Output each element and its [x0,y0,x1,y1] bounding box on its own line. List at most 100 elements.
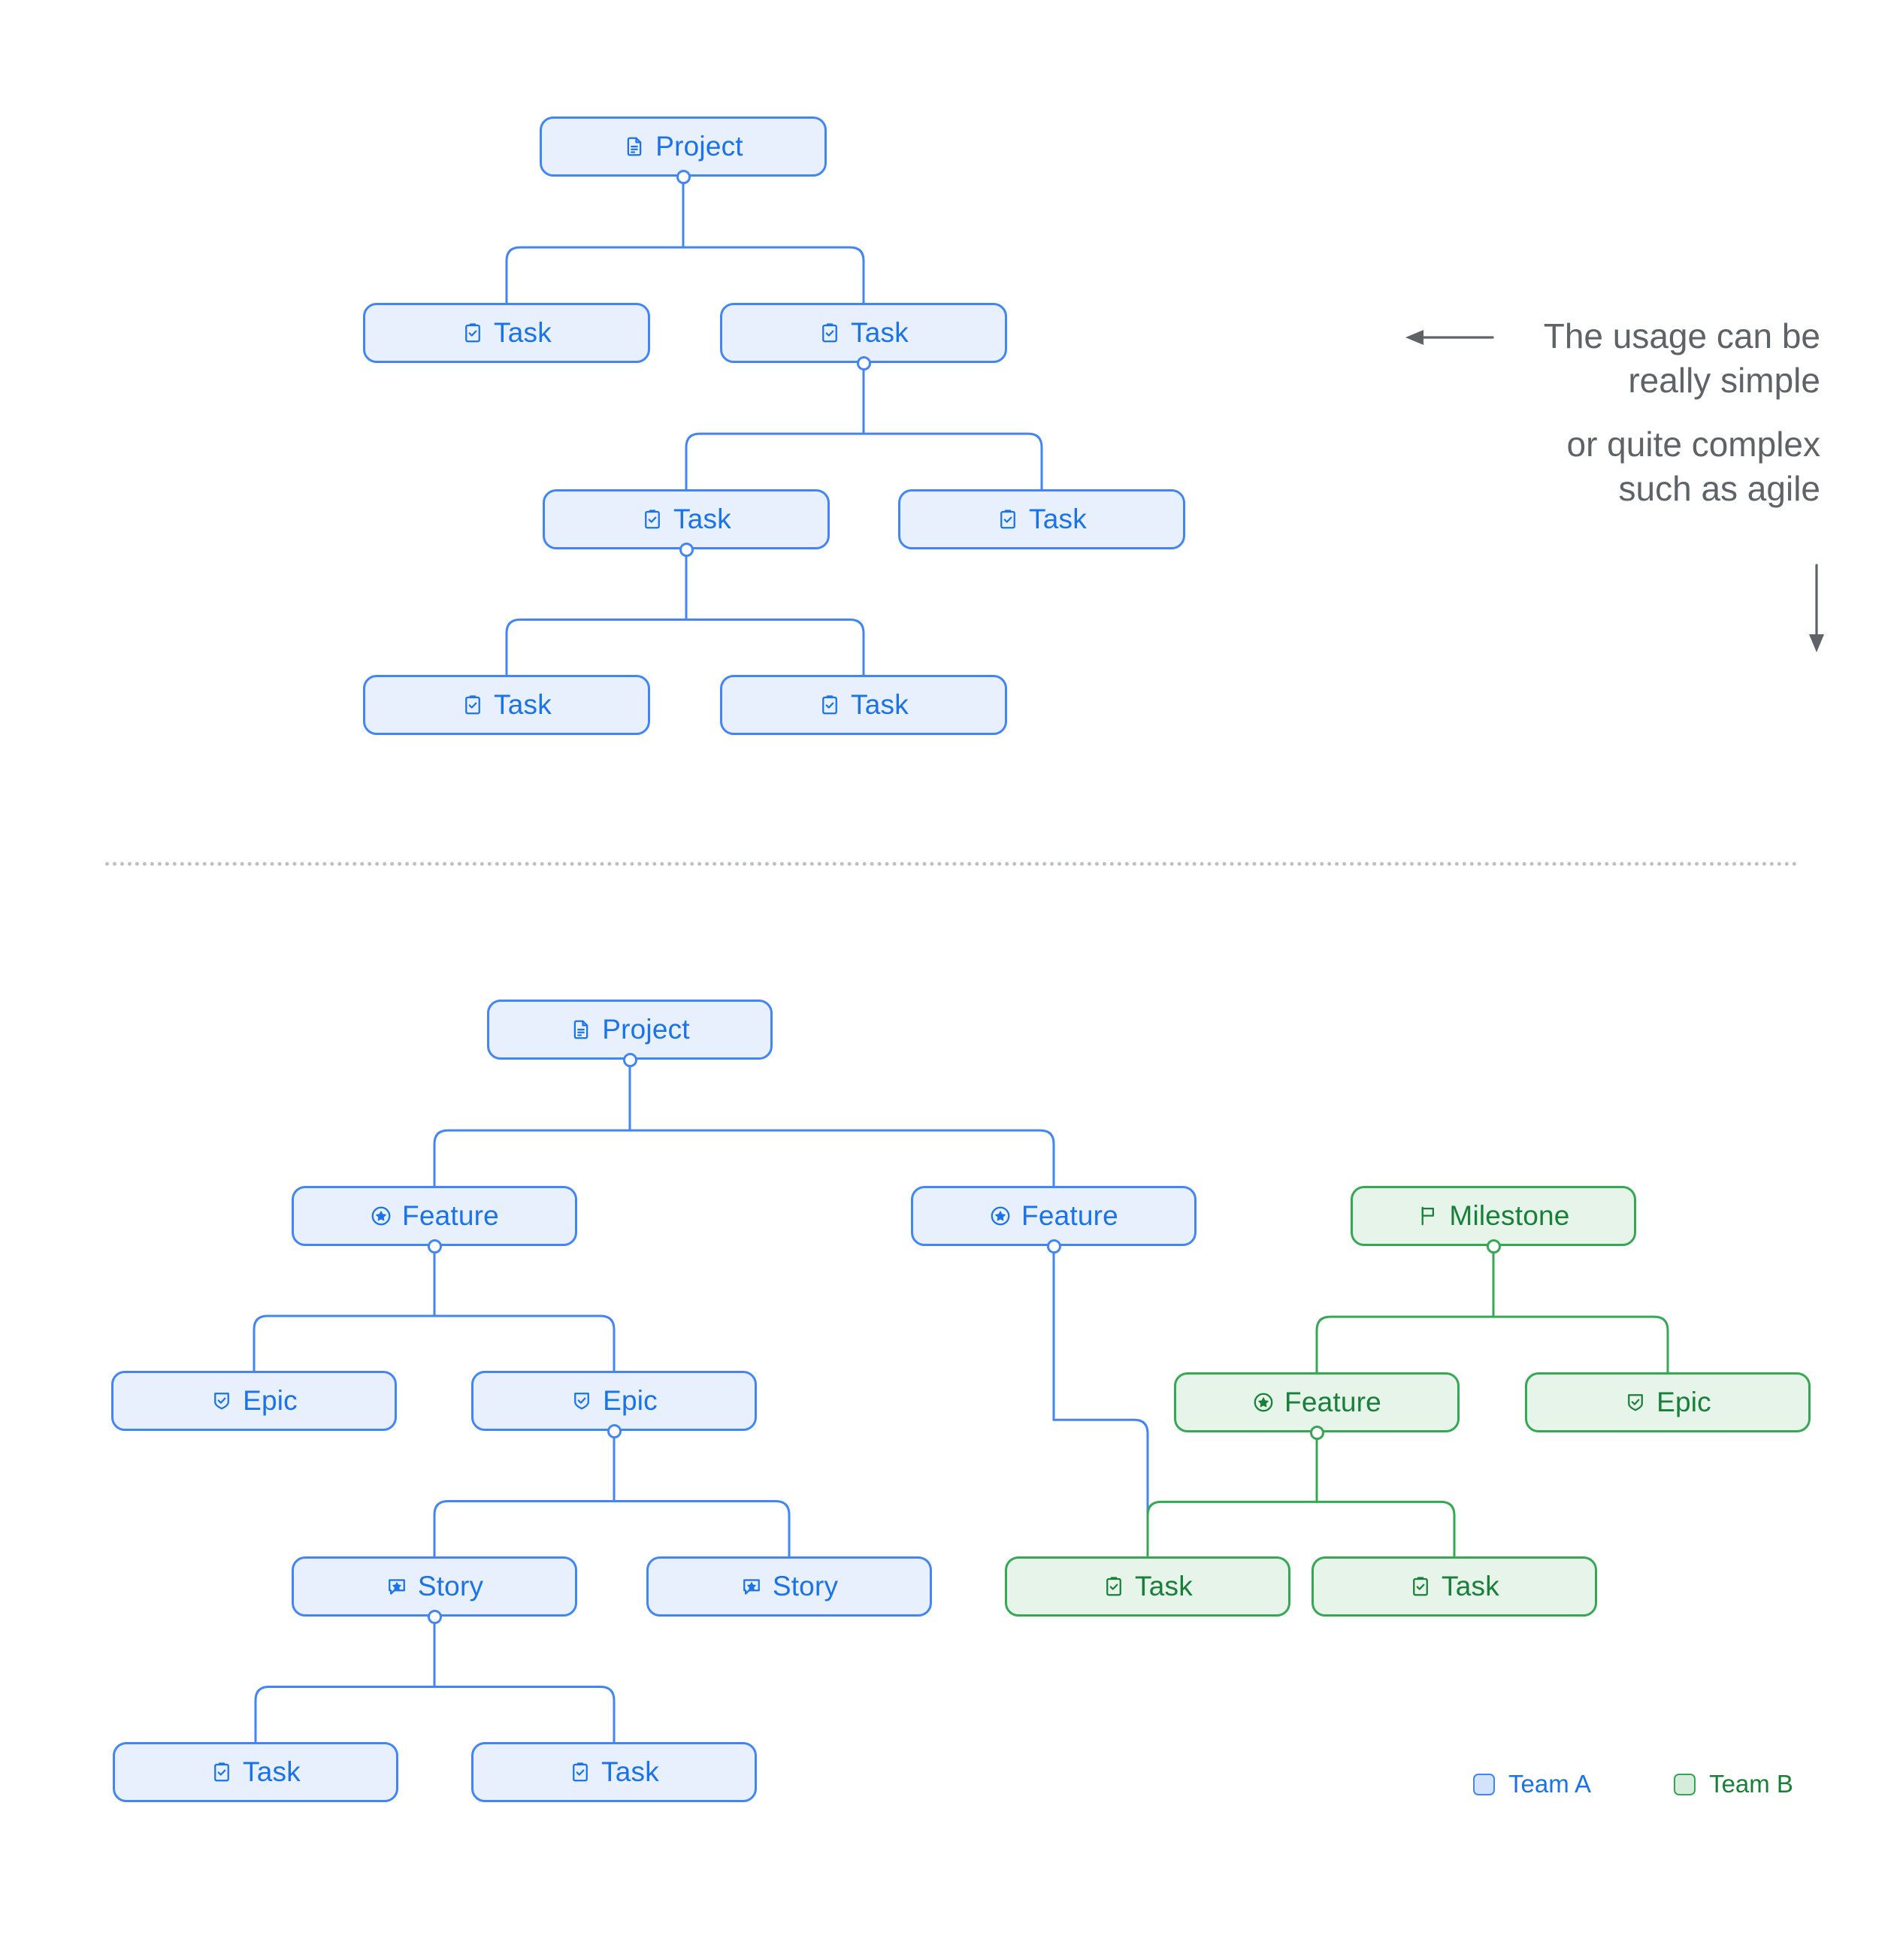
node-label: Task [494,317,552,348]
connector-line [505,246,685,304]
connector-port [1046,1239,1061,1254]
node-story[interactable]: Story [292,1556,577,1617]
node-label: Feature [1021,1200,1118,1231]
connector-line [1315,1500,1456,1558]
node-epic[interactable]: Epic [111,1371,397,1431]
connector-port [607,1423,622,1438]
node-label: Project [602,1014,690,1045]
task-icon [1103,1575,1125,1598]
connector-port [1309,1425,1324,1440]
node-task[interactable]: Task [720,303,1007,363]
story-icon [740,1575,763,1598]
section-divider [105,862,1798,866]
connector-line [253,1314,436,1372]
node-label: Task [601,1756,659,1787]
node-project[interactable]: Project [540,116,827,177]
node-label: Feature [1284,1387,1381,1417]
task-icon [210,1761,233,1783]
document-icon [570,1018,592,1041]
node-task[interactable]: Task [1312,1556,1597,1617]
node-label: Task [1135,1571,1193,1602]
connector-line [862,432,1043,491]
node-feature[interactable]: Feature [292,1186,577,1246]
node-label: Task [673,504,731,534]
annotation-text-4: such as agile [1618,468,1821,508]
node-task[interactable]: Task [720,675,1007,735]
node-feature[interactable]: Feature [1174,1372,1460,1432]
legend-label-team-a: Team A [1508,1770,1592,1798]
node-task[interactable]: Task [363,303,650,363]
annotation-text-1: The usage can be [1543,316,1820,355]
node-label: Story [772,1571,839,1602]
connector-port [1486,1239,1501,1254]
connector-port [427,1239,442,1254]
node-label: Milestone [1449,1200,1570,1231]
node-label: Epic [243,1385,298,1416]
node-label: Task [851,317,909,348]
node-task[interactable]: Task [113,1742,398,1802]
connector-line [682,246,865,304]
feature-icon [1252,1391,1275,1414]
connector-port [856,355,871,371]
node-story[interactable]: Story [646,1556,932,1617]
task-icon [818,322,841,344]
arrow-left-icon [1404,325,1494,354]
node-project[interactable]: Project [487,1000,773,1060]
connector-line [1146,1500,1318,1558]
node-task[interactable]: Task [1005,1556,1290,1617]
connector-line [433,1500,616,1558]
connector-line [685,432,865,491]
node-label: Epic [1656,1387,1711,1417]
task-icon [818,694,841,716]
epic-icon [570,1390,593,1412]
connector-line [505,619,688,676]
legend: Team A Team B [1473,1770,1793,1798]
milestone-icon [1417,1205,1439,1227]
epic-icon [210,1390,233,1412]
node-feature[interactable]: Feature [911,1186,1197,1246]
connector-line [1315,1315,1495,1374]
task-icon [997,508,1019,531]
epic-icon [1624,1391,1647,1414]
node-task[interactable]: Task [363,675,650,735]
connector-line [685,619,865,676]
node-task[interactable]: Task [543,489,830,549]
task-icon [569,1761,591,1783]
task-icon [461,694,484,716]
legend-label-team-b: Team B [1709,1770,1793,1798]
connector-line [433,1686,616,1744]
connector-line [1052,1418,1149,1558]
node-epic[interactable]: Epic [1525,1372,1811,1432]
node-milestone[interactable]: Milestone [1351,1186,1636,1246]
node-label: Task [1029,504,1087,534]
connector-line [433,1314,616,1372]
node-label: Task [851,689,909,720]
feature-icon [370,1205,392,1227]
legend-item-team-b: Team B [1674,1770,1793,1798]
connector-line [628,1129,1055,1187]
node-epic[interactable]: Epic [471,1371,757,1431]
connector-line [1492,1315,1669,1374]
annotation-text-2: really simple [1628,360,1820,400]
team-a-swatch [1473,1773,1495,1795]
team-b-swatch [1674,1773,1696,1795]
node-label: Story [417,1571,484,1602]
document-icon [623,135,646,158]
node-task[interactable]: Task [471,1742,757,1802]
task-icon [641,508,664,531]
node-label: Task [243,1756,301,1787]
legend-item-team-a: Team A [1473,1770,1591,1798]
feature-icon [989,1205,1012,1227]
node-label: Feature [402,1200,499,1231]
node-task[interactable]: Task [898,489,1185,549]
task-icon [1409,1575,1432,1598]
task-icon [461,322,484,344]
node-label: Task [1442,1571,1499,1602]
connector-line [613,1500,791,1558]
connector-port [679,542,694,557]
connector-port [676,169,691,184]
connector-line [433,1129,631,1187]
annotation-text-3: or quite complex [1566,424,1821,464]
